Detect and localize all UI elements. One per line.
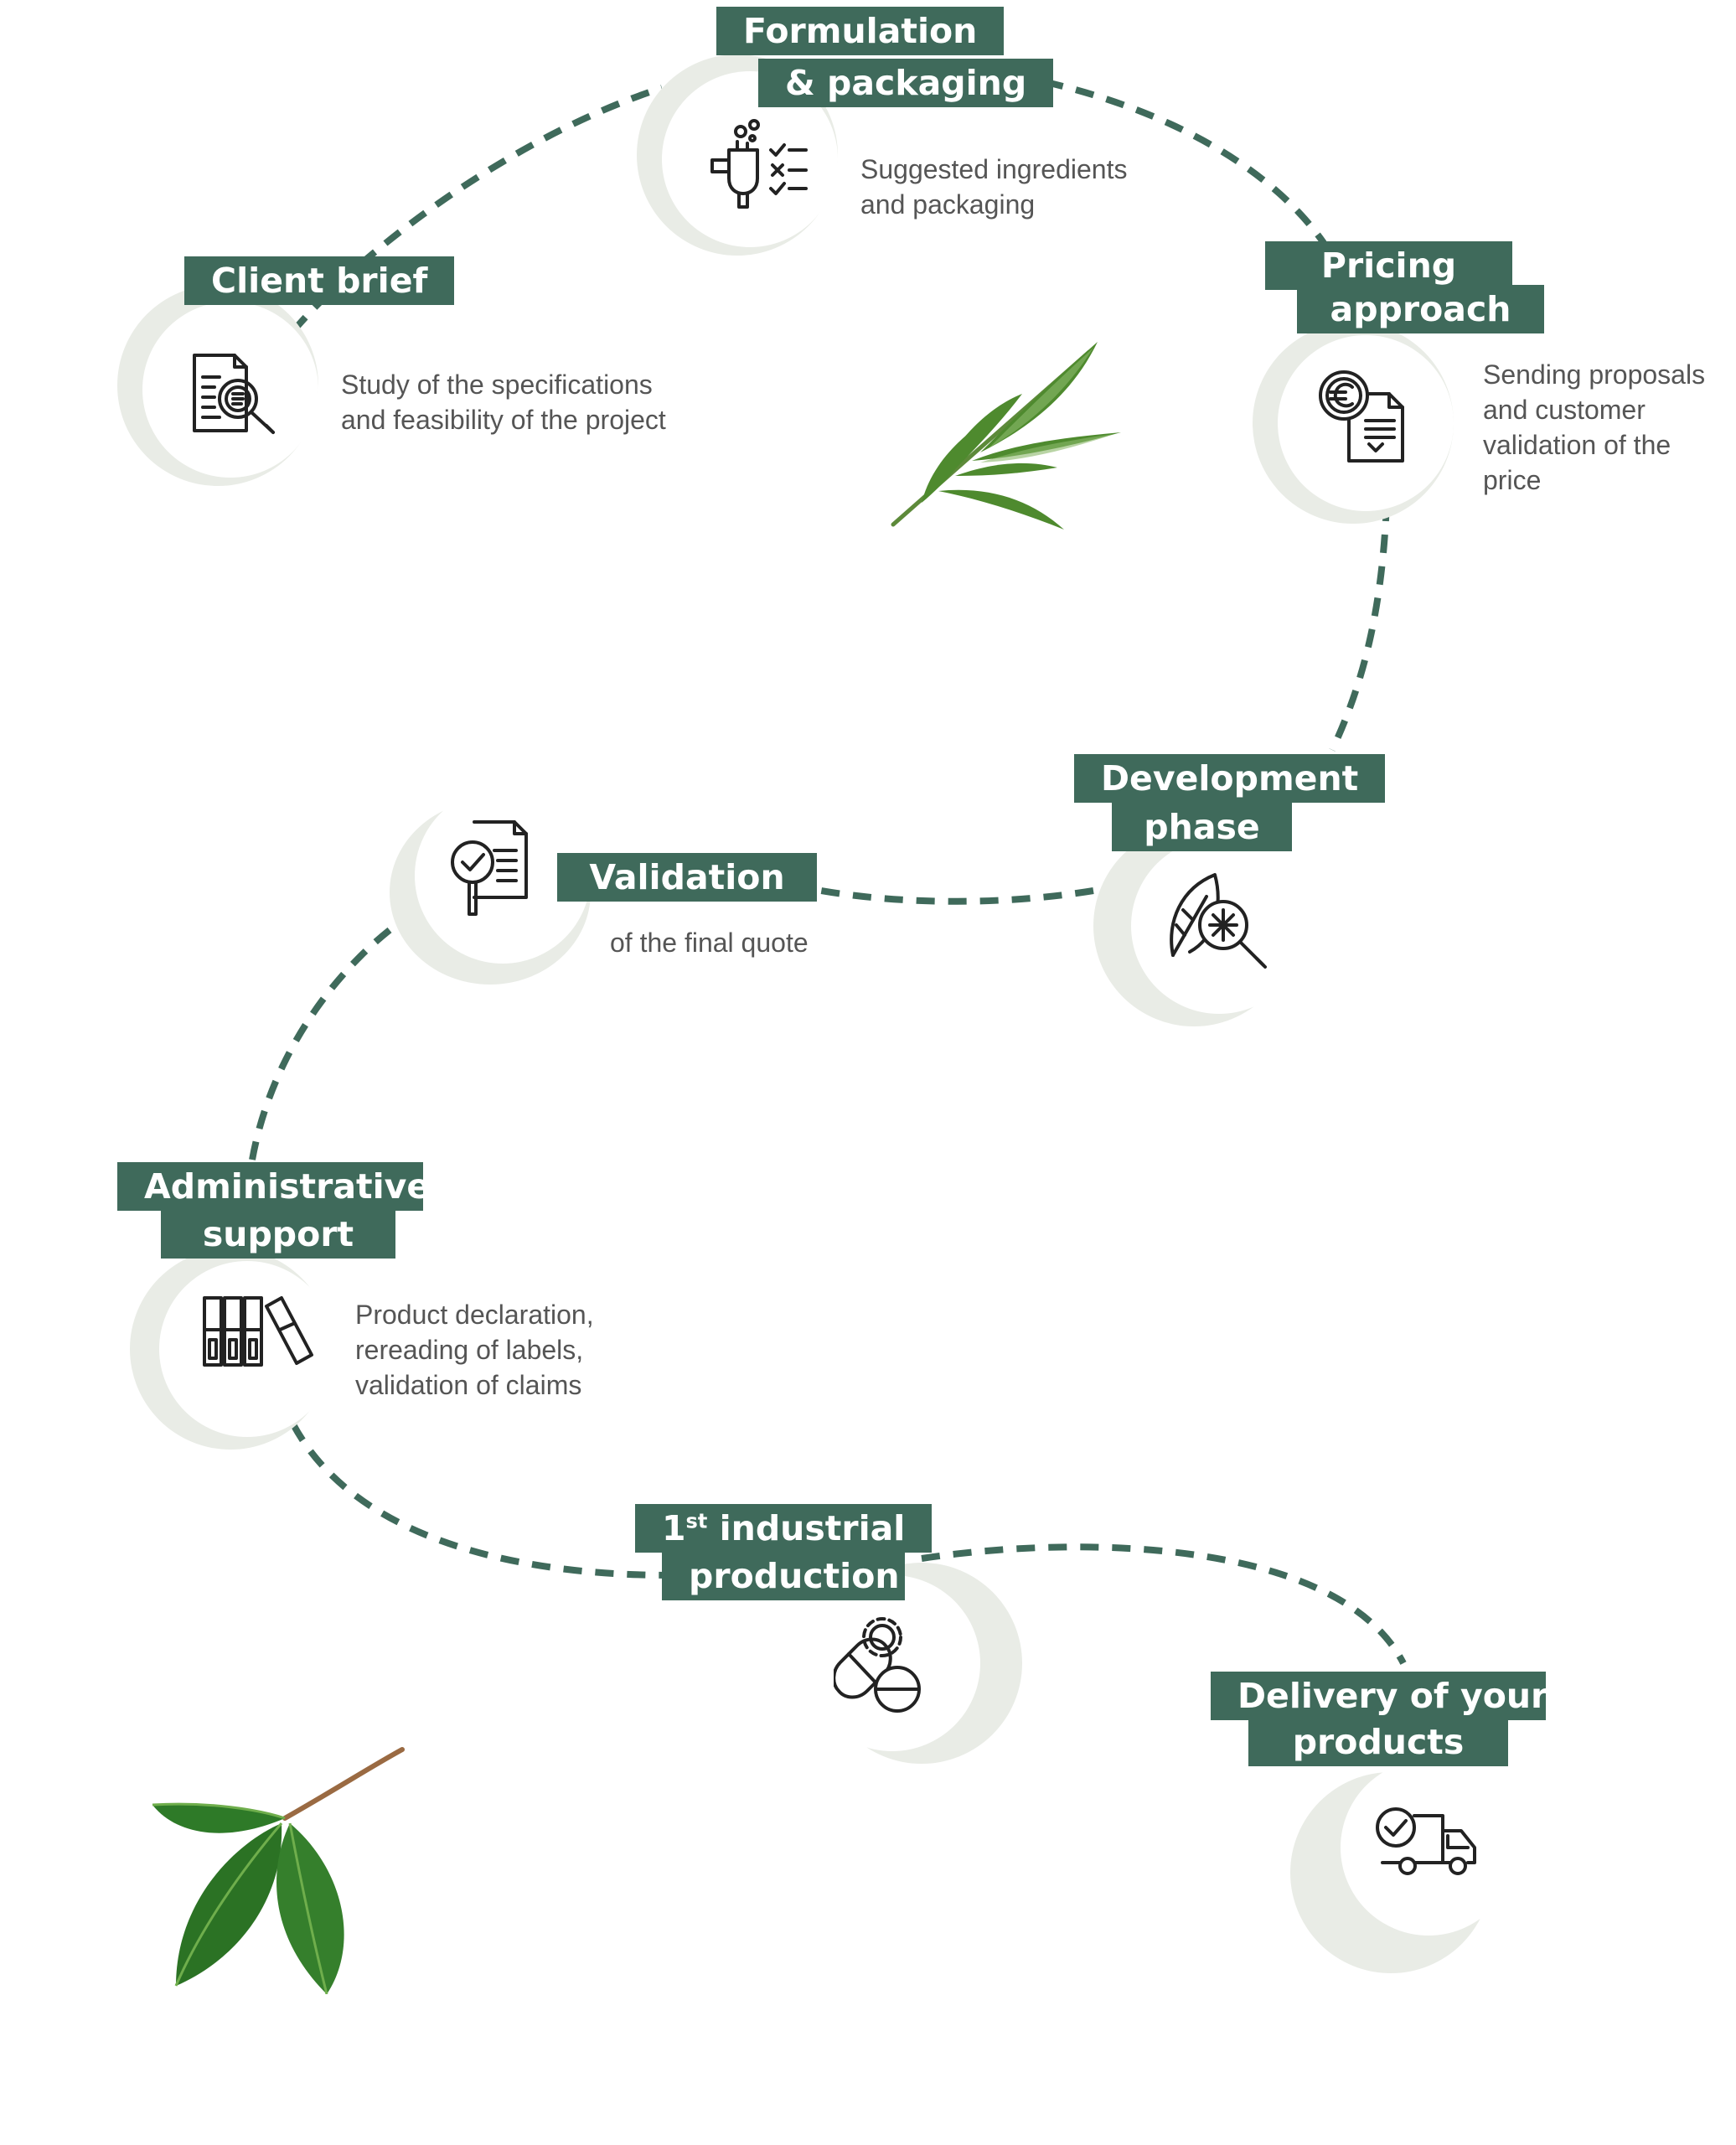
title-production-line2: production <box>662 1552 905 1600</box>
title-development-line1: Development <box>1074 754 1386 803</box>
document-magnifier-icon <box>193 354 275 434</box>
binders-icon <box>203 1296 313 1367</box>
document-check-icon <box>451 820 528 916</box>
delivery-truck-icon <box>1376 1807 1476 1875</box>
disc-delivery <box>1341 1760 1516 1936</box>
title-formulation-line1: Formulation <box>716 7 1005 55</box>
lab-checklist-icon <box>710 119 808 209</box>
desc-formulation: Suggested ingredients and packaging <box>860 154 1128 220</box>
title-client-brief: Client brief <box>184 256 455 305</box>
path-formulation-to-pricing <box>1013 72 1327 246</box>
euro-document-icon <box>1319 370 1404 463</box>
path-production-to-delivery <box>921 1543 1407 1665</box>
desc-administrative: Product declaration, rereading of labels… <box>355 1300 594 1400</box>
disc-administrative <box>159 1261 335 1437</box>
disc-pricing <box>1278 335 1454 511</box>
title-production-line1: 1st industrial <box>635 1504 933 1553</box>
path-administrative-to-production <box>290 1423 671 1579</box>
title-administrative-line1: Administrative <box>117 1162 430 1211</box>
path-validation-to-administrative <box>248 927 392 1166</box>
title-delivery-line2: products <box>1248 1718 1508 1766</box>
title-administrative-line2: support <box>161 1210 395 1259</box>
path-pricing-to-development <box>1329 502 1390 752</box>
title-pricing-line1: Pricing <box>1265 241 1512 290</box>
title-pricing-line2: approach <box>1297 285 1544 333</box>
title-validation: Validation <box>557 853 817 902</box>
desc-validation: of the final quote <box>610 928 809 958</box>
green-leaves-image <box>152 1747 405 1994</box>
title-development-line2: phase <box>1112 803 1292 851</box>
title-formulation-line2: & packaging <box>758 59 1054 107</box>
capsule-gear-icon <box>834 1617 921 1713</box>
title-delivery-line1: Delivery of your <box>1211 1672 1547 1720</box>
desc-pricing: Sending proposals and customer validatio… <box>1483 359 1706 495</box>
path-brief-to-formulation <box>290 85 664 333</box>
path-development-to-validation <box>820 887 1094 905</box>
leaf-analysis-icon <box>1170 873 1267 969</box>
disc-production <box>804 1575 980 1751</box>
rosemary-sprig-image <box>891 342 1121 530</box>
desc-client-brief: Study of the specifications and feasibil… <box>341 370 666 435</box>
